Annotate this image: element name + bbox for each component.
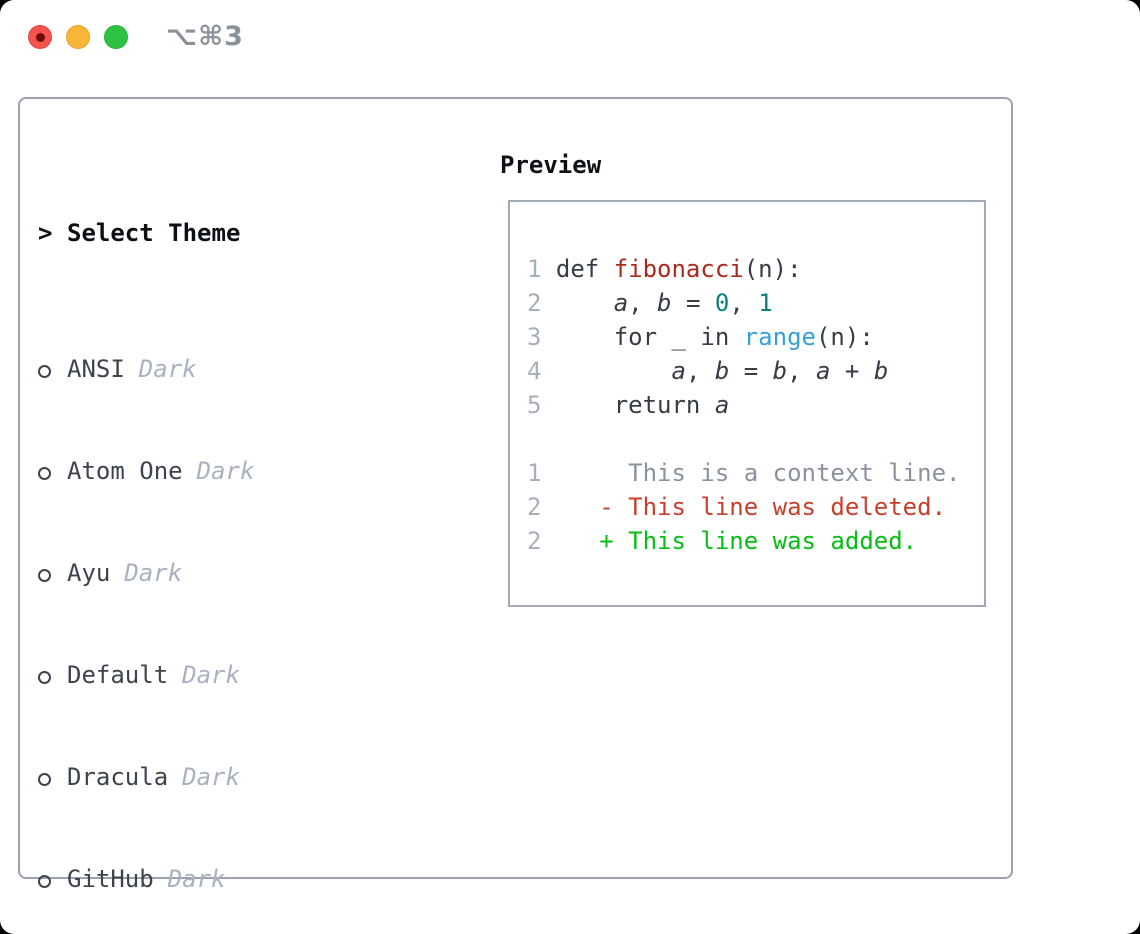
theme-label: Dracula <box>67 763 169 791</box>
radio-unselected-icon <box>38 569 51 582</box>
theme-label: ANSI <box>67 355 125 383</box>
code-token: , <box>628 289 658 317</box>
code-token: (n): <box>815 323 874 351</box>
radio-unselected-icon <box>38 773 51 786</box>
theme-variant-tag: Dark <box>124 559 183 587</box>
code-token: , <box>685 357 715 385</box>
theme-label: Atom One <box>67 457 183 485</box>
diff-context-line: 1 This is a context line. <box>527 456 984 490</box>
code-token-variable: a <box>671 357 686 385</box>
code-token: = <box>729 357 773 385</box>
line-number: 1 <box>527 459 542 487</box>
theme-option-ansi-dark[interactable]: ANSI Dark <box>38 352 478 386</box>
code-line-blank <box>527 422 984 456</box>
theme-option-github-dark[interactable]: GitHub Dark <box>38 862 478 896</box>
diff-added-text: + This line was added. <box>555 527 918 555</box>
code-token-builtin: range <box>743 323 816 351</box>
code-token: = <box>671 289 715 317</box>
line-number: 1 <box>527 255 542 283</box>
theme-variant-tag: Dark <box>167 865 226 893</box>
line-number: 5 <box>527 391 542 419</box>
line-number: 3 <box>527 323 542 351</box>
code-token-number: 1 <box>758 289 773 317</box>
code-token-variable: b <box>657 289 672 317</box>
theme-variant-tag: Dark <box>182 763 240 791</box>
line-number: 2 <box>527 289 542 317</box>
prompt-caret-icon: > <box>38 219 53 247</box>
select-theme-header: > Select Theme <box>38 216 478 250</box>
theme-label: Default <box>67 661 169 689</box>
line-number: 2 <box>527 527 542 555</box>
code-token: , <box>787 357 817 385</box>
code-token: def <box>555 255 614 283</box>
window-shortcut-label: ⌥⌘3 <box>166 21 244 52</box>
code-token-function: fibonacci <box>613 255 744 283</box>
theme-option-default-dark[interactable]: Default Dark <box>38 658 478 692</box>
close-button-icon[interactable] <box>28 25 52 49</box>
radio-unselected-icon <box>38 365 51 378</box>
diff-context-text: This is a context line. <box>555 459 961 487</box>
theme-option-atom-one-dark[interactable]: Atom One Dark <box>38 454 478 488</box>
minimize-button-icon[interactable] <box>66 25 90 49</box>
radio-unselected-icon <box>38 875 51 888</box>
code-line: 2 a, b = 0, 1 <box>527 286 984 320</box>
code-token-variable: a <box>714 391 730 419</box>
line-number: 4 <box>527 357 542 385</box>
diff-added-line: 2 + This line was added. <box>527 524 984 558</box>
panel-title: Select Theme <box>67 219 241 247</box>
code-token-variable: b <box>714 357 730 385</box>
line-number: 2 <box>527 493 542 521</box>
code-token-variable: a <box>816 357 831 385</box>
diff-deleted-line: 2 - This line was deleted. <box>527 490 984 524</box>
theme-variant-tag: Dark <box>182 661 240 689</box>
code-token-variable: b <box>873 357 889 385</box>
code-token: (n): <box>743 255 802 283</box>
code-token <box>556 289 614 317</box>
code-line: 5 return a <box>527 388 984 422</box>
code-line: 3 for _ in range(n): <box>527 320 984 354</box>
code-token: , <box>729 289 759 317</box>
code-token: return <box>555 391 715 419</box>
code-token-number: 0 <box>714 289 730 317</box>
diff-deleted-text: - This line was deleted. <box>555 493 947 521</box>
code-line: 1 def fibonacci(n): <box>527 252 984 286</box>
theme-variant-tag: Dark <box>196 457 255 485</box>
traffic-light-buttons <box>28 25 128 49</box>
radio-unselected-icon <box>38 467 51 480</box>
code-line: 4 a, b = b, a + b <box>527 354 984 388</box>
code-token: for _ in <box>555 323 744 351</box>
zoom-button-icon[interactable] <box>104 25 128 49</box>
theme-label: GitHub <box>67 865 154 893</box>
theme-variant-tag: Dark <box>138 355 197 383</box>
theme-option-dracula-dark[interactable]: Dracula Dark <box>38 760 478 794</box>
code-token: + <box>830 357 874 385</box>
code-token-variable: a <box>613 289 629 317</box>
code-token <box>556 357 672 385</box>
radio-unselected-icon <box>38 671 51 684</box>
theme-option-ayu-dark[interactable]: Ayu Dark <box>38 556 478 590</box>
code-token-variable: b <box>772 357 788 385</box>
theme-label: Ayu <box>67 559 111 587</box>
preview-title: Preview <box>500 151 602 179</box>
